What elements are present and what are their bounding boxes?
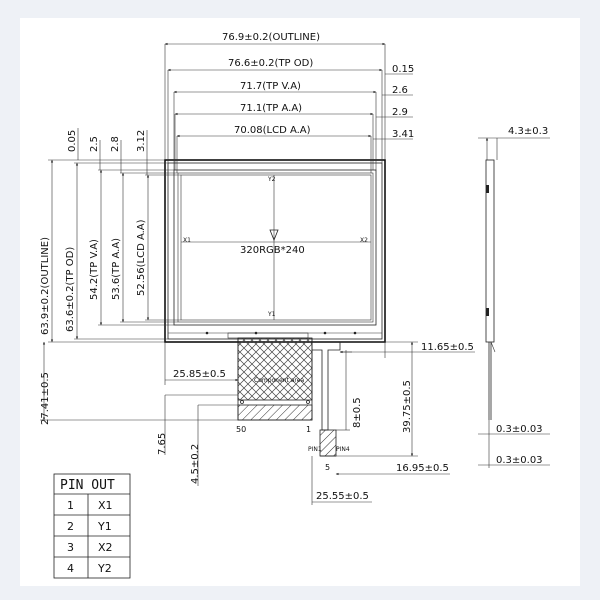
tp-od-width-label: 76.6±0.2(TP OD): [228, 58, 313, 69]
pin-row-1-no: 1: [67, 499, 74, 512]
right-offset-2: 2.6: [392, 85, 408, 96]
component-area-label: Component area: [254, 377, 304, 384]
tail-pin4-label: PIN4: [336, 446, 350, 453]
fpc-dimension-lines: [40, 341, 475, 505]
outline-height-label: 63.9±0.2(OUTLINE): [40, 237, 51, 335]
fpc-tail-pin-label: 8±0.5: [352, 397, 363, 428]
pin-row-1-sig: X1: [98, 499, 113, 512]
top-offset-4: 3.12: [136, 130, 147, 152]
pin-row-3-no: 3: [67, 541, 74, 554]
fpc-total-length-label: 27.41±0.5: [40, 372, 51, 425]
fpc-left-offset-label: 25.85±0.5: [173, 369, 226, 380]
top-offset-1: 0.05: [67, 130, 78, 152]
tail-pin1-label: PIN1: [308, 446, 322, 453]
fpc-tail-length-label: 39.75±0.5: [402, 380, 413, 433]
fpc-right-offset-label: 11.65±0.5: [421, 342, 474, 353]
side-view: [478, 137, 550, 468]
drawing-sheet: [20, 18, 580, 586]
lcd-aa-height-label: 52.56(LCD A.A): [136, 219, 147, 296]
fpc-pin-1: 1: [306, 425, 311, 434]
pin-out-title: PIN OUT: [60, 478, 115, 493]
x1-label: X1: [183, 237, 191, 244]
tail-pin-5: 5: [325, 463, 330, 472]
pin-row-2-no: 2: [67, 520, 74, 533]
pin-out-table: [53, 473, 131, 579]
right-offset-3: 2.9: [392, 107, 408, 118]
right-offset-4: 3.41: [392, 129, 414, 140]
top-dimension-lines: [164, 42, 413, 173]
dim-1695-label: 16.95±0.5: [396, 463, 449, 474]
x2-label: X2: [360, 237, 368, 244]
tp-va-height-label: 54.2(TP V.A): [89, 239, 100, 300]
pin-row-2-sig: Y1: [97, 520, 112, 533]
tp-va-width-label: 71.7(TP V.A): [240, 81, 301, 92]
thickness-label: 4.3±0.3: [508, 126, 548, 137]
side-dim-2-label: 0.3±0.03: [496, 455, 543, 466]
tp-aa-height-label: 53.6(TP A.A): [111, 238, 122, 300]
y1-label: Y1: [267, 311, 276, 318]
y2-label: Y2: [267, 176, 276, 183]
dim-765-label: 7.65: [157, 433, 168, 455]
center-axes: [181, 175, 371, 320]
pin-row-4-no: 4: [67, 562, 74, 575]
top-offset-3: 2.8: [110, 136, 121, 152]
fpc-pin-50: 50: [236, 425, 246, 434]
dim-45-label: 4.5±0.2: [190, 444, 201, 484]
top-offset-2: 2.5: [89, 136, 100, 152]
left-dimension-lines: [48, 128, 181, 343]
pin-row-4-sig: Y2: [97, 562, 112, 575]
tp-od-height-label: 63.6±0.2(TP OD): [65, 247, 76, 332]
pin-row-3-sig: X2: [98, 541, 113, 554]
outline-width-label: 76.9±0.2(OUTLINE): [222, 32, 320, 43]
dim-2555-label: 25.55±0.5: [316, 491, 369, 502]
tp-aa-width-label: 71.1(TP A.A): [240, 103, 302, 114]
lcd-aa-width-label: 70.08(LCD A.A): [234, 125, 311, 136]
side-dim-1-label: 0.3±0.03: [496, 424, 543, 435]
resolution-label: 320RGB*240: [240, 245, 305, 256]
fpc-cable: [237, 337, 341, 457]
right-offset-1: 0.15: [392, 64, 414, 75]
